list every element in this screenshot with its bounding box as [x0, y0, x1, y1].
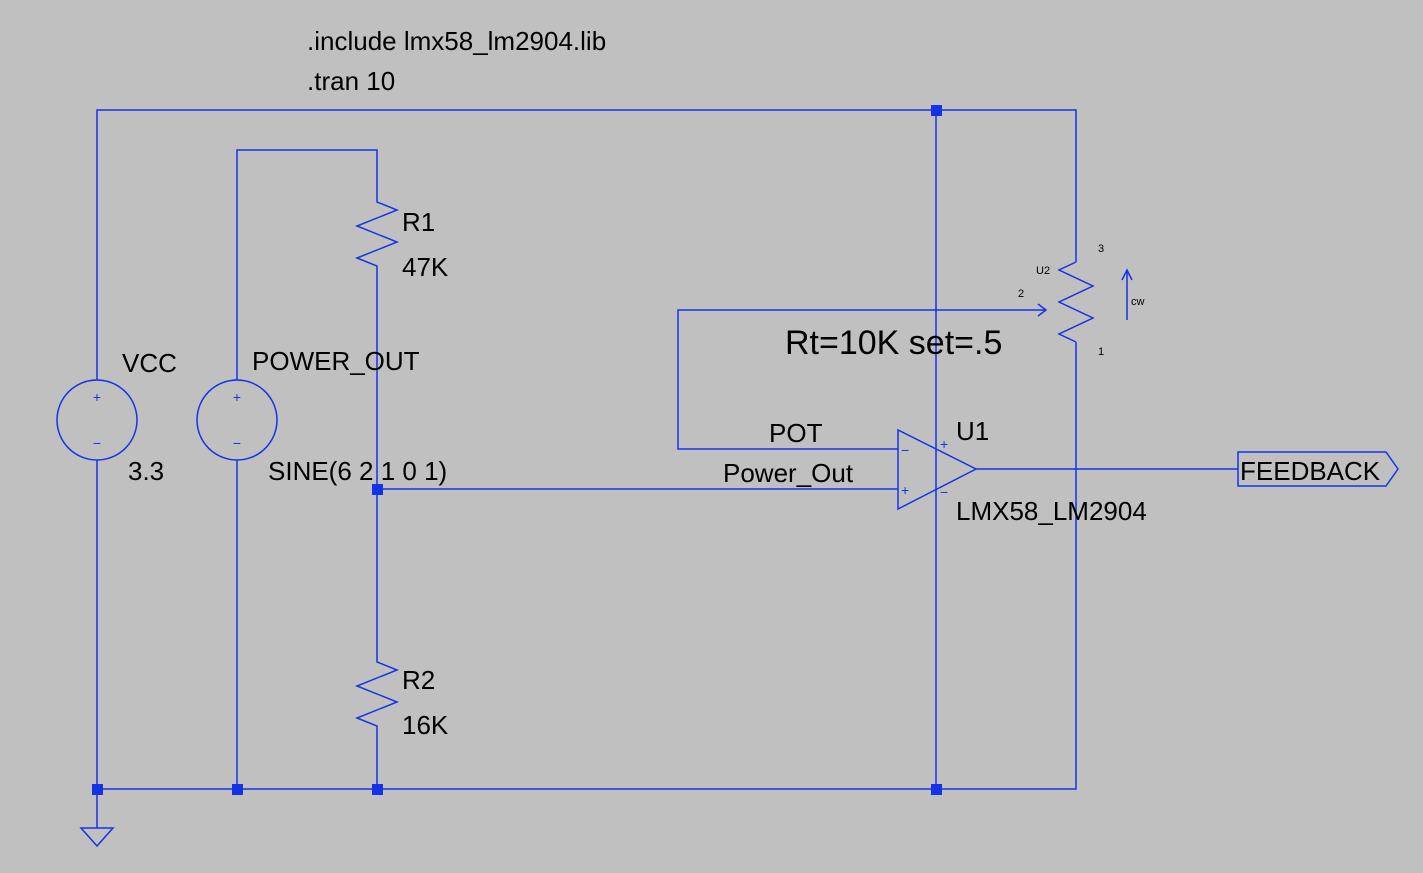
- source-plus-sign: +: [93, 389, 101, 405]
- tran-directive[interactable]: .tran 10: [307, 66, 395, 96]
- source-minus-sign: −: [233, 435, 241, 451]
- resistor-r2-icon[interactable]: [354, 658, 400, 738]
- source-minus-sign: −: [93, 435, 101, 451]
- u1-name-label[interactable]: U1: [956, 416, 989, 446]
- source-plus-sign: +: [233, 389, 241, 405]
- junction-dot: [931, 105, 942, 116]
- u1-model-label[interactable]: LMX58_LM2904: [956, 496, 1147, 526]
- vcc-value-label[interactable]: 3.3: [128, 456, 164, 486]
- u2-name-label[interactable]: U2: [1036, 265, 1050, 277]
- r1-value-label[interactable]: 47K: [402, 252, 449, 282]
- net-label-pot[interactable]: POT: [769, 418, 823, 448]
- u2-pin2-label: 2: [1018, 288, 1024, 300]
- junction-dot: [372, 484, 383, 495]
- potentiometer-u2[interactable]: [1037, 261, 1133, 343]
- r2-name-label[interactable]: R2: [402, 665, 435, 695]
- u2-pin1-label: 1: [1098, 346, 1104, 358]
- u2-pin3-label: 3: [1098, 243, 1104, 255]
- r1-name-label[interactable]: R1: [402, 207, 435, 237]
- cw-arrow-head-icon: [1121, 268, 1133, 281]
- wires: [96, 109, 1238, 828]
- voltage-source-icon: [56, 379, 138, 461]
- wire-bottom-rail[interactable]: [96, 342, 1077, 790]
- vcc-source[interactable]: + −: [56, 379, 138, 461]
- r2-value-label[interactable]: 16K: [402, 710, 449, 740]
- u2-params-label[interactable]: Rt=10K set=.5: [785, 324, 1002, 362]
- opamp-plus-pin: +: [901, 482, 909, 498]
- potentiometer-icon: [1057, 261, 1095, 343]
- junctions: [92, 105, 942, 795]
- junction-dot: [372, 784, 383, 795]
- junction-dot: [232, 784, 243, 795]
- resistor-r1-icon[interactable]: [354, 198, 400, 278]
- net-label-power-out[interactable]: Power_Out: [723, 458, 854, 488]
- feedback-port[interactable]: FEEDBACK: [1237, 451, 1399, 487]
- junction-dot: [92, 784, 103, 795]
- u2-cw-label: cw: [1131, 296, 1145, 308]
- power-out-source[interactable]: + −: [196, 379, 278, 461]
- vcc-name-label[interactable]: VCC: [122, 348, 177, 378]
- wire-pot-feedback[interactable]: [677, 309, 1046, 450]
- ground-icon[interactable]: [79, 827, 115, 848]
- opamp-supply-minus: −: [940, 484, 948, 500]
- power-out-value-label[interactable]: SINE(6 2 1 0 1): [268, 456, 447, 486]
- wire-power-out-to-r1[interactable]: [236, 149, 378, 380]
- opamp-minus-pin: −: [901, 442, 909, 458]
- output-port-icon: [1237, 451, 1399, 487]
- wiper-arrow-icon: [1037, 303, 1048, 317]
- opamp-supply-plus: +: [940, 436, 948, 452]
- feedback-port-label: FEEDBACK: [1240, 456, 1381, 486]
- power-out-name-label[interactable]: POWER_OUT: [252, 346, 420, 376]
- opamp-u1[interactable]: − + + −: [897, 428, 978, 511]
- junction-dot: [931, 784, 942, 795]
- voltage-source-icon: [196, 379, 278, 461]
- opamp-triangle-icon: [897, 428, 978, 511]
- include-directive[interactable]: .include lmx58_lm2904.lib: [307, 26, 606, 56]
- wire-top-rail[interactable]: [96, 109, 1077, 380]
